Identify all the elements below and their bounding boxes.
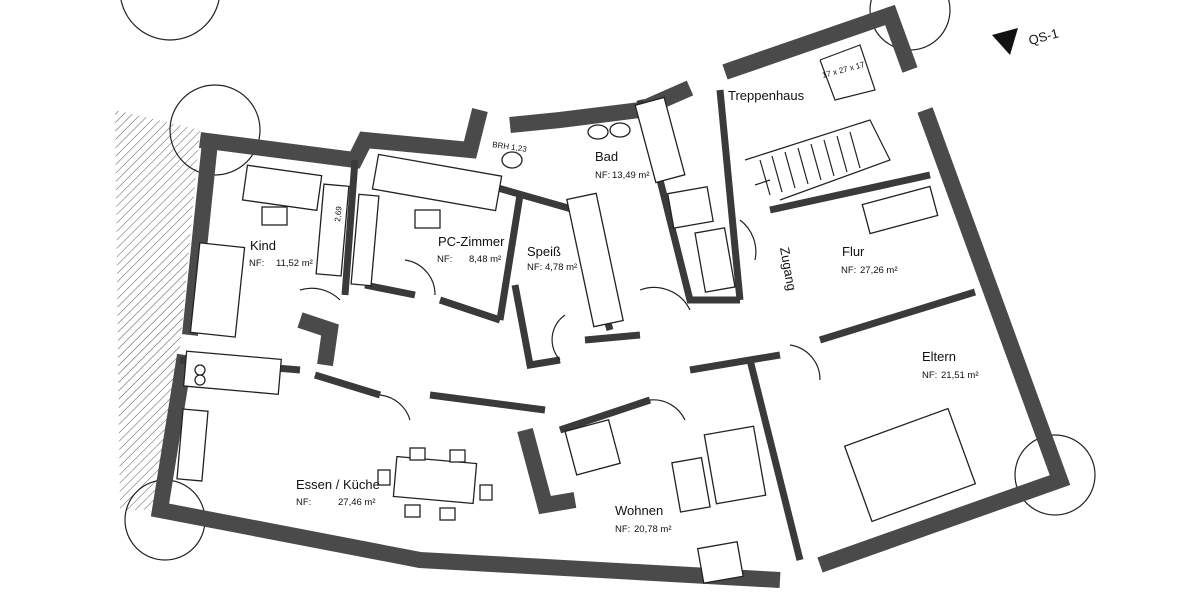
room-area-wohnen: 20,78 m² [634,524,672,535]
room-area-pc-zimmer: 8,48 m² [469,254,501,265]
terrace-hatch [115,110,200,510]
room-area-kind: 11,52 m² [276,258,313,269]
room-name-speiss: Speiß [527,244,561,259]
section-label: QS-1 [1027,26,1060,48]
stair-spec: 17 x 27 x 17 [821,60,866,80]
section-arrow-icon [992,28,1018,55]
room-area-essen-kueche: 27,46 m² [338,497,376,508]
room-name-eltern: Eltern [922,349,956,364]
entrance-label: Zugang [777,246,799,292]
nf-label: NF: [595,170,610,181]
section-marker: QS-1 [992,26,1060,55]
nf-label: NF: [296,497,311,508]
room-area-speiss: 4,78 m² [545,262,577,273]
room-area-flur: 27,26 m² [860,265,898,276]
nf-label: NF: [841,265,856,276]
nf-label: NF: [922,370,937,381]
room-area-bad: 13,49 m² [612,170,650,181]
room-name-essen-kueche: Essen / Küche [296,477,380,492]
dimension-label: 2,69 [333,205,344,222]
nf-label: NF: [615,524,630,535]
staircase[interactable] [744,44,891,201]
nf-label: NF: [437,254,452,265]
furniture [176,96,977,584]
room-name-treppenhaus: Treppenhaus [728,88,805,103]
room-name-bad: Bad [595,149,618,164]
room-name-pc-zimmer: PC-Zimmer [438,234,505,249]
room-area-eltern: 21,51 m² [941,370,979,381]
room-name-wohnen: Wohnen [615,503,663,518]
door-swings [299,219,821,421]
room-name-kind: Kind [250,238,276,253]
outer-walls [150,4,1071,588]
room-name-flur: Flur [842,244,865,259]
room-labels: Kind NF: 11,52 m² PC-Zimmer NF: 8,48 m² … [249,60,979,535]
nf-label: NF: [249,258,264,269]
nf-label: NF: [527,262,542,273]
